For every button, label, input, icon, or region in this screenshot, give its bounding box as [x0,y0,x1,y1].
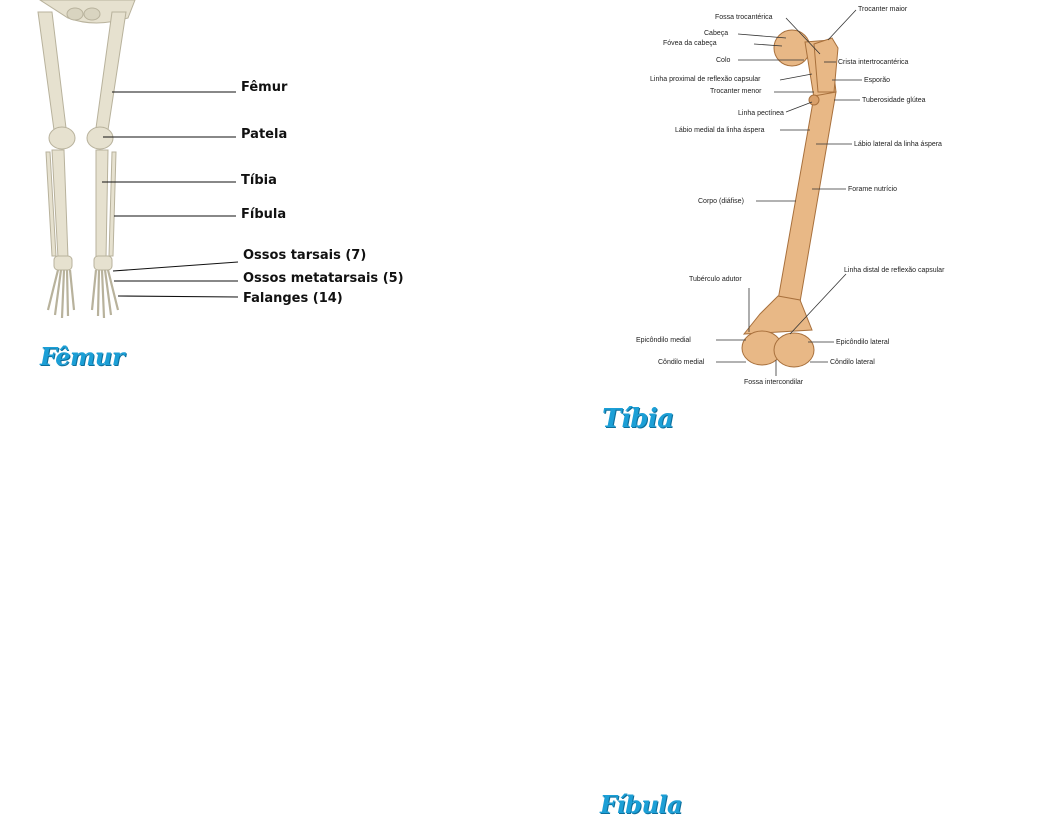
label-fovea-da-cabeca: Fóvea da cabeça [663,40,717,47]
label-trocanter-maior: Trocanter maior [858,6,908,13]
label-labio-lateral: Lábio lateral da linha áspera [854,141,942,148]
label-cabeca: Cabeça [704,30,728,37]
label-colo: Colo [716,57,731,64]
label-falanges: Falanges (14) [243,291,343,306]
label-epicondilo-lateral: Epicôndilo lateral [836,339,890,346]
label-femur: Fêmur [241,80,288,95]
label-condilo-medial: Côndilo medial [658,359,705,366]
lower-limb-skeleton-figure: Fêmur Patela Tíbia Fíbula Ossos tarsais … [0,0,420,330]
label-fossa-intercondilar: Fossa intercondilar [744,379,804,386]
label-trocanter-menor: Trocanter menor [710,88,762,95]
label-tibia: Tíbia [241,173,277,188]
heading-femur: Fêmur [40,342,124,371]
label-ossos-metatarsais: Ossos metatarsais (5) [243,271,404,286]
heading-fibula: Fíbula [600,790,682,819]
skeleton-leader-lines [102,92,238,297]
label-linha-pectinea: Linha pectínea [738,110,784,117]
label-fibula: Fíbula [241,207,286,222]
label-crista-intertrocanterica: Crista intertrocantérica [838,59,909,66]
label-forame-nutricio: Forame nutrício [848,186,897,193]
label-esporao: Esporão [864,77,890,84]
label-linha-proximal-reflexao: Linha proximal de reflexão capsular [650,76,761,83]
skeleton-feet [48,270,118,318]
label-tuberculo-adutor: Tubérculo adutor [689,276,742,283]
label-linha-distal-reflexao: Linha distal de reflexão capsular [844,267,945,274]
label-tuberosidade-glutea: Tuberosidade glútea [862,97,926,104]
label-patela: Patela [241,127,287,142]
label-condilo-lateral: Côndilo lateral [830,359,875,366]
label-ossos-tarsais: Ossos tarsais (7) [243,248,366,263]
label-fossa-trocanterica: Fossa trocantérica [715,14,773,21]
skeleton-bones [38,0,135,270]
label-corpo-diafise: Corpo (diáfise) [698,198,744,205]
heading-tibia: Tíbia [602,404,674,434]
label-epicondilo-medial: Epicôndilo medial [636,337,691,344]
label-labio-medial: Lábio medial da linha áspera [675,127,765,134]
femur-detail-figure: Trocanter maior Fossa trocantérica Cabeç… [600,0,1020,395]
